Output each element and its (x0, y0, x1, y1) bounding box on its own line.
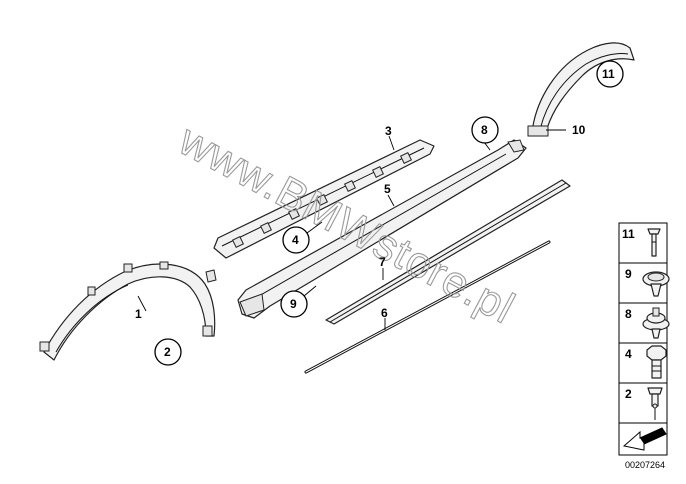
legend-number: 8 (625, 307, 632, 321)
image-number: 00207264 (625, 460, 665, 470)
direction-arrow-icon (622, 427, 667, 451)
part-3-sill-carrier (213, 139, 435, 259)
callout-2-circle (154, 338, 182, 366)
hex-bolt-icon (646, 345, 667, 379)
callout-8: 8 (481, 123, 488, 137)
callouts: 1 2 3 4 5 6 7 8 9 10 11 (135, 60, 624, 366)
legend-number: 11 (622, 227, 635, 241)
clip-with-seal-icon (642, 307, 670, 339)
callout-6: 6 (381, 306, 388, 320)
callout-5: 5 (384, 182, 391, 196)
callout-3: 3 (385, 124, 392, 138)
callout-11-circle (596, 60, 624, 88)
part-10-rear-arch-trim (527, 42, 635, 137)
part-5-side-sill-trim (237, 139, 527, 319)
callout-4-circle (282, 226, 310, 254)
part-7-moulding (325, 179, 571, 325)
callout-7: 7 (379, 255, 386, 269)
callout-11: 11 (602, 67, 615, 81)
callout-10: 10 (572, 123, 586, 137)
callout-9: 9 (290, 297, 297, 311)
expanding-rivet-icon (647, 387, 663, 420)
callout-8-circle (471, 116, 499, 144)
legend-number: 2 (625, 387, 632, 401)
callout-4: 4 (292, 233, 299, 247)
legend-number: 9 (625, 267, 632, 281)
clip-icon (642, 271, 670, 297)
watermark: www.BMWstore.pl (170, 115, 522, 333)
part-6-seal-strip (304, 240, 551, 374)
legend-number: 4 (625, 347, 632, 361)
legend-row-2 (618, 382, 668, 424)
callout-9-circle (280, 290, 308, 318)
callout-2: 2 (164, 345, 171, 359)
fastener-legend: 11 9 8 4 2 (618, 222, 670, 470)
part-1-wheel-arch-trim (39, 261, 217, 361)
leader-lines (137, 129, 566, 330)
push-rivet-icon (647, 228, 661, 257)
callout-1: 1 (135, 307, 142, 321)
